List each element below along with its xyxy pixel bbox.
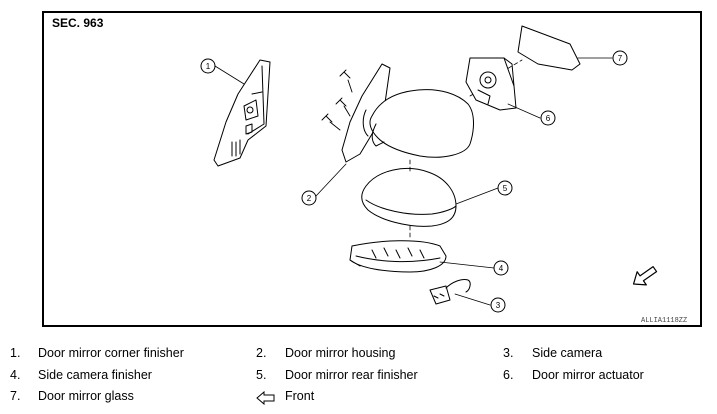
rear-finisher-part [361, 168, 457, 227]
side-camera-finisher-part [349, 240, 447, 273]
callout-4: 4 [493, 260, 509, 276]
callout-2-label: 2 [307, 194, 312, 203]
figure-code: ALLIA1118ZZ [641, 317, 688, 325]
legend-num: 1. [10, 346, 21, 360]
mirror-glass-part [517, 25, 581, 71]
callout-7: 7 [612, 50, 628, 66]
legend-label: Door mirror glass [38, 389, 134, 403]
callout-7-label: 7 [618, 54, 623, 63]
legend-num: 4. [10, 368, 21, 382]
legend-item-7: 7. Door mirror glass [10, 389, 134, 403]
legend-num: 5. [256, 368, 267, 382]
callout-2: 2 [301, 190, 317, 206]
callout-4-label: 4 [499, 264, 504, 273]
callout-5: 5 [497, 180, 513, 196]
leader-lines [214, 57, 613, 306]
legend-label: Side camera [532, 346, 603, 360]
legend-item-3: 3. Side camera [503, 346, 602, 360]
legend-label: Door mirror housing [285, 346, 396, 360]
legend-label: Door mirror actuator [532, 368, 644, 382]
legend-num: 6. [503, 368, 514, 382]
front-arrow-icon [632, 266, 658, 286]
corner-finisher-part [213, 59, 271, 167]
legend-item-4: 4. Side camera finisher [10, 368, 152, 382]
diagram-frame [42, 11, 702, 327]
legend-label: Door mirror rear finisher [285, 368, 418, 382]
legend-item-5: 5. Door mirror rear finisher [256, 368, 418, 382]
mirror-housing-part [321, 63, 474, 163]
callout-5-label: 5 [503, 184, 508, 193]
callout-1-label: 1 [206, 62, 211, 71]
legend-item-1: 1. Door mirror corner finisher [10, 346, 184, 360]
legend-num: 3. [503, 346, 514, 360]
legend-item-2: 2. Door mirror housing [256, 346, 395, 360]
mirror-actuator-part [465, 57, 517, 111]
legend-item-6: 6. Door mirror actuator [503, 368, 644, 382]
arrow-left-outline-icon [256, 391, 275, 405]
side-camera-part [429, 279, 471, 305]
callout-6-label: 6 [546, 114, 551, 123]
front-label: Front [285, 389, 315, 403]
callout-3-label: 3 [496, 301, 501, 310]
legend-label: Door mirror corner finisher [38, 346, 184, 360]
callout-1: 1 [200, 58, 216, 74]
callout-3: 3 [490, 297, 506, 313]
section-label: SEC. 963 [52, 16, 104, 30]
legend-label: Side camera finisher [38, 368, 152, 382]
callout-6: 6 [540, 110, 556, 126]
callouts: 1 2 3 4 5 6 7 [200, 50, 628, 313]
legend-num: 2. [256, 346, 267, 360]
legend-num: 7. [10, 389, 21, 403]
